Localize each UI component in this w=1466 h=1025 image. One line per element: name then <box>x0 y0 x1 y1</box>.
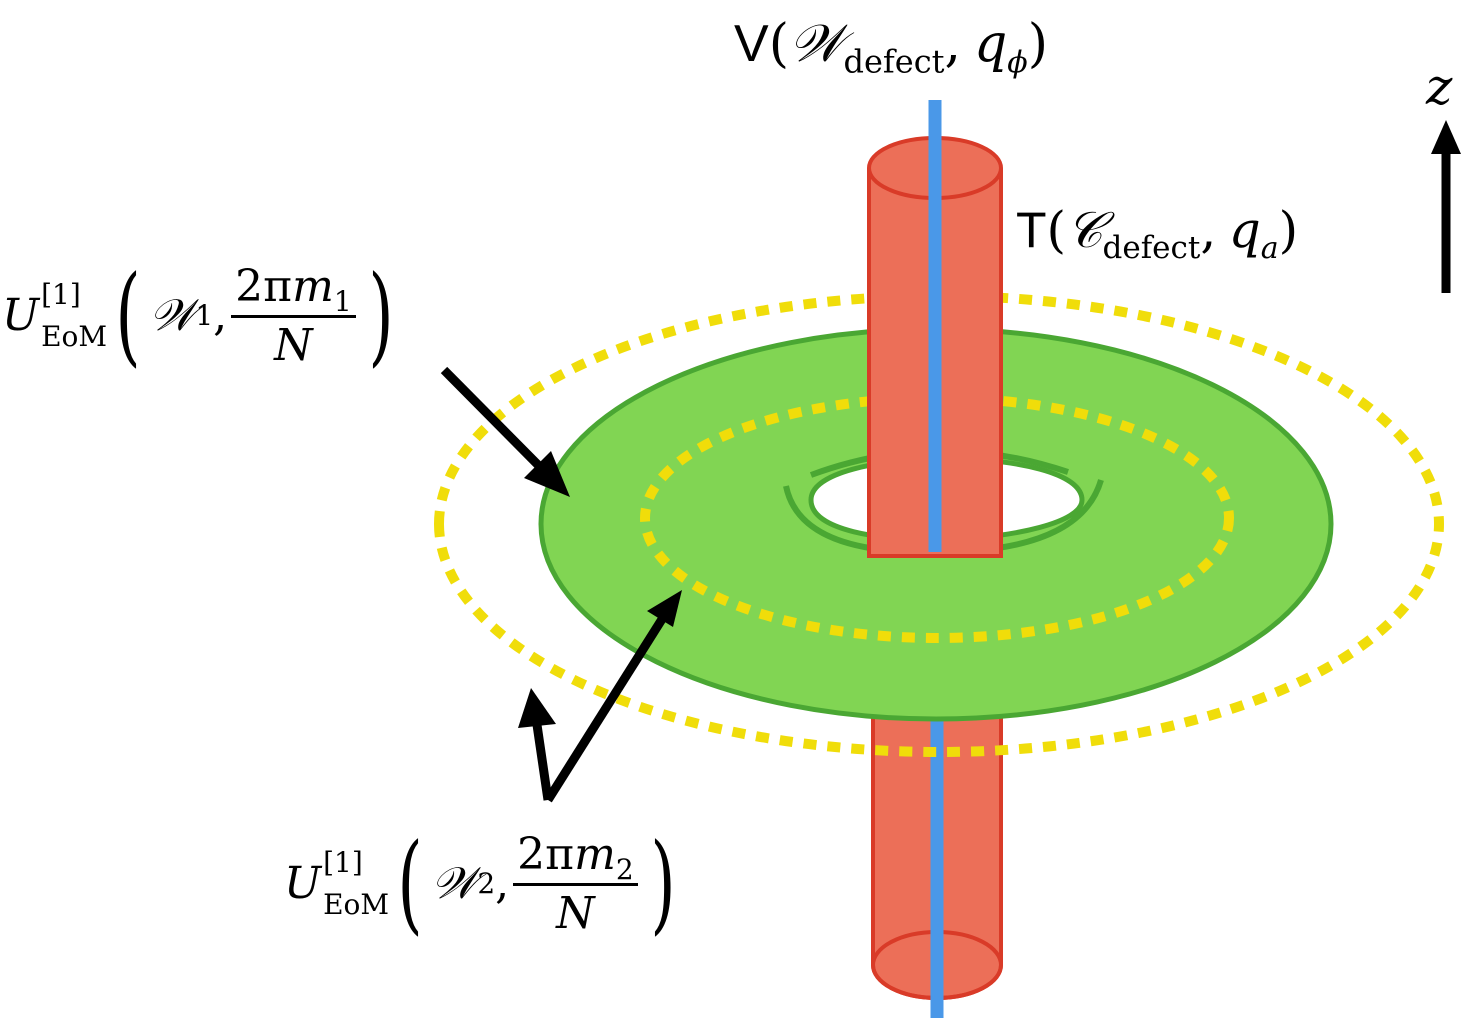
op1-numerator-coef: 2π <box>235 260 293 312</box>
op1-subscript: EoM <box>41 320 108 353</box>
op1-base: U <box>2 290 40 341</box>
vertex-label: V(𝒲defect, qϕ) <box>734 15 1048 78</box>
op1-comma: , <box>213 290 228 341</box>
op1-denominator: N <box>274 319 313 371</box>
arrow-op2-to-outer-loop <box>531 717 553 801</box>
op2-numerator-index: 2 <box>615 852 634 886</box>
arrow-op1-head <box>524 451 570 497</box>
tube-symbol: 𝒞 <box>1066 201 1103 259</box>
op2-open-paren: ( <box>397 821 423 946</box>
op2-comma: , <box>495 858 510 909</box>
outer-dotted-loop-front <box>434 523 1444 757</box>
op2-subscript: EoM <box>323 888 390 921</box>
op1-close-paren: ) <box>368 253 394 378</box>
z-axis-label: z <box>1426 58 1453 116</box>
op2-numerator-coef: 2π <box>517 828 575 880</box>
vertex-close-paren: ) <box>1027 14 1049 74</box>
op1-superscript: [1] <box>41 278 81 311</box>
vertex-comma: , <box>944 14 961 74</box>
op2-base: U <box>284 858 322 909</box>
upper-cylinder-outline <box>867 168 1003 558</box>
op2-numerator-var: m <box>574 828 616 880</box>
arrow-op2-inner-head <box>647 590 682 627</box>
tube-close-paren: ) <box>1278 201 1299 259</box>
op1-symbol: 𝒲 <box>149 290 196 341</box>
op1-fraction: 2πm1 N <box>231 264 356 371</box>
tube-subscript: defect <box>1102 230 1201 266</box>
vertex-head: V <box>734 15 769 73</box>
op2-denominator: N <box>556 887 595 939</box>
op2-symbol: 𝒲 <box>431 858 478 909</box>
op1-open-paren: ( <box>115 253 141 378</box>
vertex-open-paren: ( <box>768 14 789 74</box>
arrow-op2-outer-head <box>518 688 556 728</box>
vertex-charge: q <box>974 14 1008 74</box>
vertex-charge-sub: ϕ <box>1007 45 1028 81</box>
arrow-op1-to-disk <box>440 366 552 479</box>
tube-head: T <box>1016 202 1047 258</box>
tube-charge: q <box>1228 201 1261 259</box>
arrow-op2-to-inner-loop <box>544 613 668 803</box>
op1-numerator-index: 1 <box>333 284 352 318</box>
z-axis-head <box>1431 120 1461 154</box>
tube-label: T(𝒞defect, qa) <box>1016 202 1298 264</box>
operator-1-label: U [1] EoM ( 𝒲 1, 2πm1 N ) <box>2 253 394 378</box>
operator-2-label: U [1] EoM ( 𝒲 2, 2πm2 N ) <box>284 821 676 946</box>
vertex-symbol: 𝒲 <box>788 14 844 74</box>
op1-numerator-var: m <box>292 260 334 312</box>
tube-open-paren: ( <box>1046 201 1067 259</box>
tube-comma: , <box>1200 201 1217 259</box>
tube-charge-sub: a <box>1260 231 1279 266</box>
outer-dotted-loop-back <box>434 291 1444 525</box>
op2-fraction: 2πm2 N <box>513 832 638 939</box>
vertex-subscript: defect <box>843 42 945 81</box>
op2-close-paren: ) <box>650 821 676 946</box>
op2-superscript: [1] <box>323 846 363 879</box>
